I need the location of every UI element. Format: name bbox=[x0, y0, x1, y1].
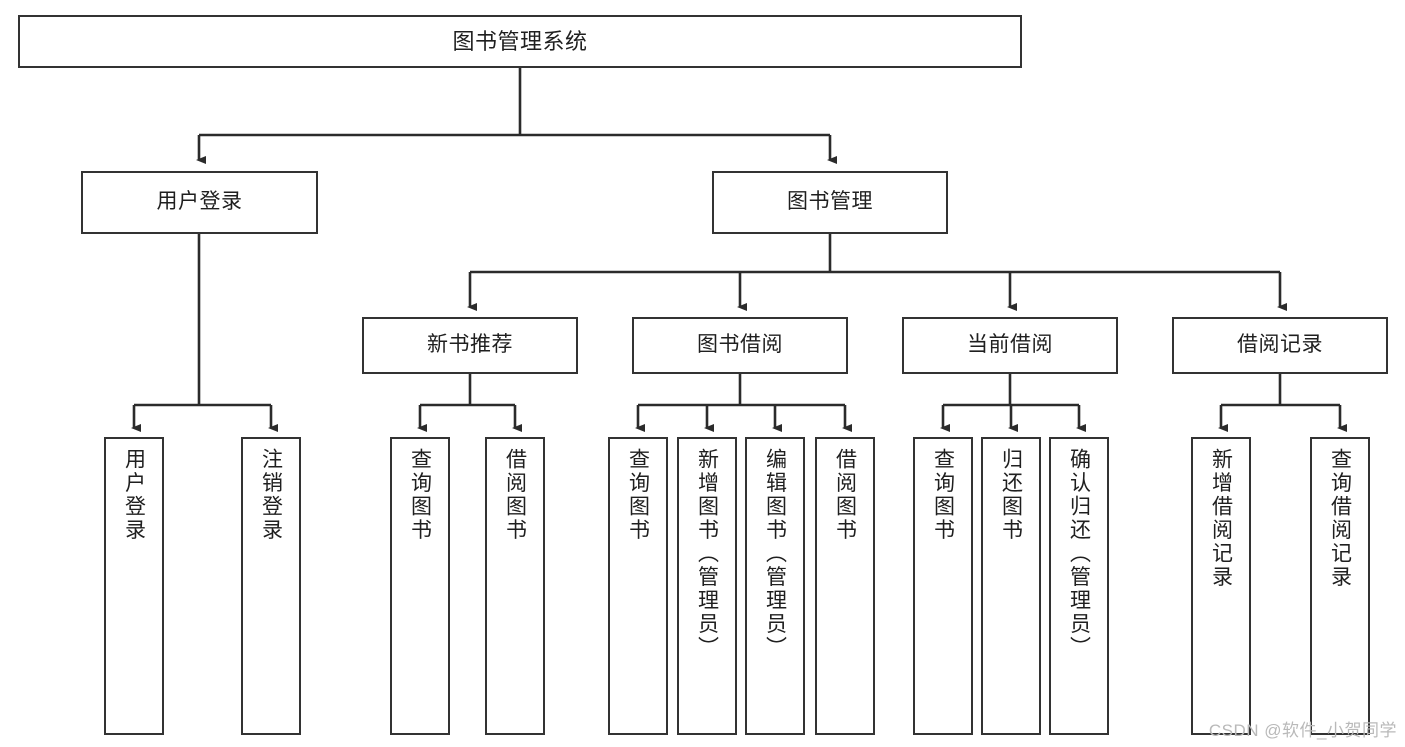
node-label: 新增图书（管理员） bbox=[695, 448, 719, 660]
node-label: 编辑图书（管理员） bbox=[763, 448, 787, 660]
node-book-management[interactable]: 图书管理 bbox=[712, 171, 948, 234]
leaf-recommend-query-book[interactable]: 查询图书 bbox=[390, 437, 450, 735]
node-label: 新书推荐 bbox=[427, 333, 513, 357]
node-label: 查询图书 bbox=[931, 448, 955, 542]
node-label: 借阅图书 bbox=[833, 448, 857, 542]
node-user-login[interactable]: 用户登录 bbox=[81, 171, 318, 234]
node-label: 借阅记录 bbox=[1237, 333, 1323, 357]
node-label: 查询图书 bbox=[626, 448, 650, 542]
node-label: 图书管理系统 bbox=[452, 28, 588, 54]
leaf-recommend-borrow-book[interactable]: 借阅图书 bbox=[485, 437, 545, 735]
csdn-watermark: CSDN @软件_小贺同学 bbox=[1208, 721, 1397, 740]
node-label: 借阅图书 bbox=[503, 448, 527, 542]
node-label: 用户登录 bbox=[156, 190, 243, 214]
leaf-borrow-edit-book-admin[interactable]: 编辑图书（管理员） bbox=[745, 437, 805, 735]
leaf-borrow-query-book[interactable]: 查询图书 bbox=[608, 437, 668, 735]
leaf-current-return-book[interactable]: 归还图书 bbox=[981, 437, 1041, 735]
leaf-record-add-record[interactable]: 新增借阅记录 bbox=[1191, 437, 1251, 735]
node-label: 新增借阅记录 bbox=[1209, 448, 1233, 589]
leaf-borrow-borrow-book[interactable]: 借阅图书 bbox=[815, 437, 875, 735]
node-current-borrow[interactable]: 当前借阅 bbox=[902, 317, 1118, 374]
leaf-record-query-record[interactable]: 查询借阅记录 bbox=[1310, 437, 1370, 735]
node-label: 图书借阅 bbox=[697, 333, 783, 357]
node-label: 用户登录 bbox=[122, 448, 146, 542]
node-label: 查询借阅记录 bbox=[1328, 448, 1352, 589]
node-label: 注销登录 bbox=[259, 448, 283, 542]
leaf-current-query-book[interactable]: 查询图书 bbox=[913, 437, 973, 735]
leaf-user-logout[interactable]: 注销登录 bbox=[241, 437, 301, 735]
node-root-system[interactable]: 图书管理系统 bbox=[18, 15, 1022, 68]
leaf-borrow-add-book-admin[interactable]: 新增图书（管理员） bbox=[677, 437, 737, 735]
node-label: 当前借阅 bbox=[967, 333, 1053, 357]
node-label: 查询图书 bbox=[408, 448, 432, 542]
node-new-book-recommend[interactable]: 新书推荐 bbox=[362, 317, 578, 374]
node-label: 归还图书 bbox=[999, 448, 1023, 542]
leaf-current-confirm-return-admin[interactable]: 确认归还（管理员） bbox=[1049, 437, 1109, 735]
node-label: 确认归还（管理员） bbox=[1067, 448, 1091, 660]
leaf-user-login[interactable]: 用户登录 bbox=[104, 437, 164, 735]
node-label: 图书管理 bbox=[787, 190, 873, 214]
node-book-borrow[interactable]: 图书借阅 bbox=[632, 317, 848, 374]
node-borrow-record[interactable]: 借阅记录 bbox=[1172, 317, 1388, 374]
